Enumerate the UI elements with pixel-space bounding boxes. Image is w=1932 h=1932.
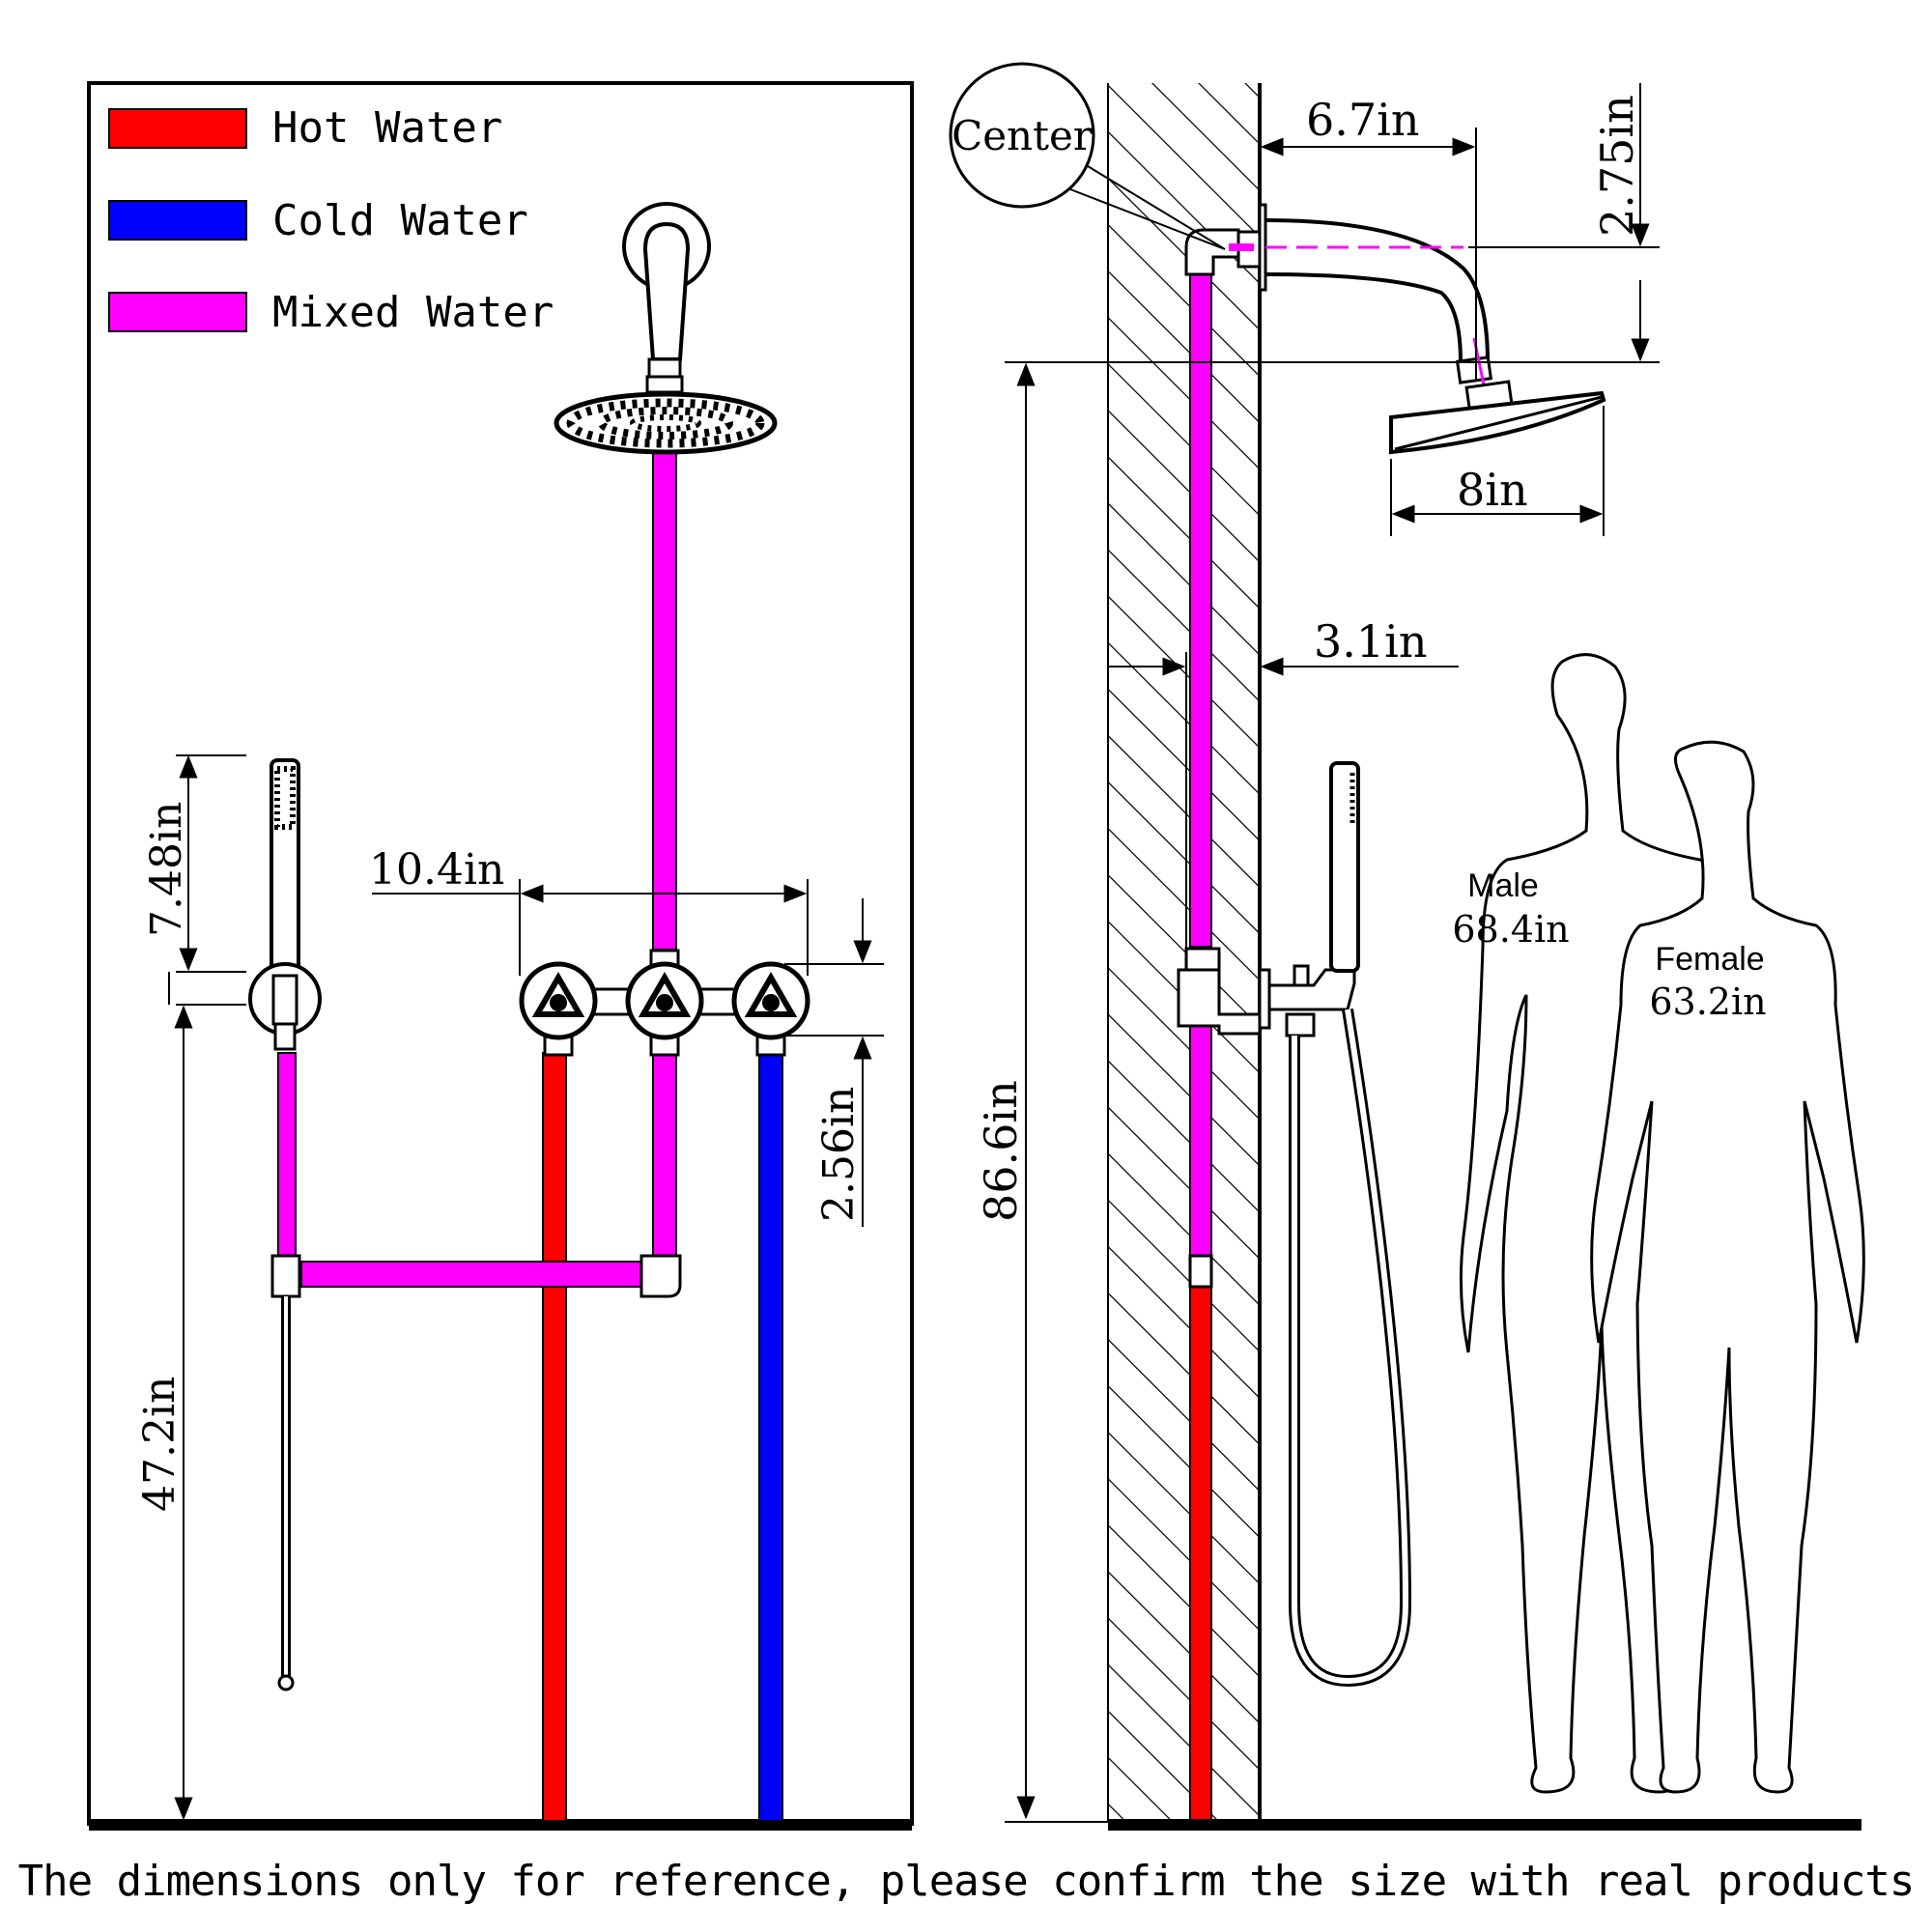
svg-text:3.1in: 3.1in: [1314, 615, 1428, 668]
valve-side: [1177, 947, 1271, 1036]
front-view: Hot Water Cold Water Mixed Water: [87, 81, 914, 1831]
legend-hot-label: Hot Water: [272, 103, 502, 153]
svg-text:8in: 8in: [1457, 464, 1528, 516]
mixed-down-front: [652, 1052, 677, 1274]
svg-text:Center: Center: [952, 112, 1094, 159]
legend-mixed-swatch: [108, 292, 247, 332]
female-label: Female: [1655, 941, 1764, 978]
svg-text:47.2in: 47.2in: [135, 1377, 185, 1512]
footer-disclaimer: The dimensions only for reference, pleas…: [17, 1857, 1916, 1906]
side-floor: [1108, 1819, 1861, 1831]
hot-valve: [519, 961, 598, 1057]
front-view-frame: [87, 81, 914, 1826]
legend-cold-swatch: [108, 200, 247, 241]
mixed-horizontal-front: [300, 1261, 664, 1288]
side-view: Center 6.7in 2.75in 8in 3.1in: [949, 62, 1865, 1831]
hot-pipe-front: [542, 1052, 567, 1822]
dim-holder-height: 47.2in: [135, 1005, 193, 1821]
dim-total-height: 86.6in: [975, 362, 1108, 1823]
dim-handheld-length: 7.48in: [142, 754, 246, 973]
shower-arm-front: [642, 221, 691, 361]
female-silhouette: [1590, 740, 1865, 1794]
dim-valve-offset: 2.56in: [784, 898, 884, 1227]
shower-arm-side: [1264, 218, 1491, 364]
hot-pipe-side: [1189, 1276, 1212, 1821]
dim-arm-drop: 2.75in: [1005, 83, 1660, 363]
arm-nut: [647, 357, 682, 379]
cold-pipe-front: [758, 1052, 783, 1822]
mixed-riser-side: [1189, 270, 1212, 948]
diverter-valve: [625, 949, 704, 1057]
handheld-holder-side: [1267, 968, 1356, 1011]
handheld-fitting-low: [270, 1254, 301, 1298]
svg-text:2.75in: 2.75in: [1591, 95, 1643, 237]
center-callout: Center: [949, 62, 1226, 250]
mixed-riser-front: [652, 448, 677, 951]
legend-mixed-label: Mixed Water: [272, 288, 554, 337]
legend-hot-swatch: [108, 108, 247, 149]
handheld-shower-front: [248, 758, 322, 1051]
hose-end: [277, 1674, 295, 1691]
svg-text:7.48in: 7.48in: [142, 802, 191, 937]
mixed-elbow: [639, 1254, 682, 1298]
dim-head-diameter: 8in: [1390, 406, 1605, 536]
rain-head-front: [554, 391, 778, 455]
svg-text:2.56in: 2.56in: [814, 1087, 864, 1222]
female-height: 63.2in: [1649, 980, 1766, 1023]
svg-text:10.4in: 10.4in: [369, 845, 504, 895]
valve-body: [519, 949, 810, 1057]
svg-text:86.6in: 86.6in: [975, 1080, 1027, 1222]
legend: Hot Water Cold Water Mixed Water: [108, 103, 554, 337]
handheld-side: [1267, 761, 1412, 1688]
male-label: Male: [1467, 867, 1539, 904]
dim-arm-reach: 6.7in: [1260, 94, 1477, 382]
front-floor: [89, 1819, 912, 1831]
svg-text:6.7in: 6.7in: [1306, 94, 1420, 146]
legend-cold-label: Cold Water: [272, 196, 528, 245]
mixed-lower-side: [1189, 1023, 1212, 1278]
rain-shower-front: [554, 202, 778, 455]
mixed-handheld-pipe: [277, 1052, 297, 1266]
wall-hatched: [1108, 83, 1260, 1822]
cold-valve: [731, 961, 810, 1057]
dim-valve-spacing: 10.4in: [369, 845, 809, 976]
male-height: 68.4in: [1452, 908, 1569, 951]
